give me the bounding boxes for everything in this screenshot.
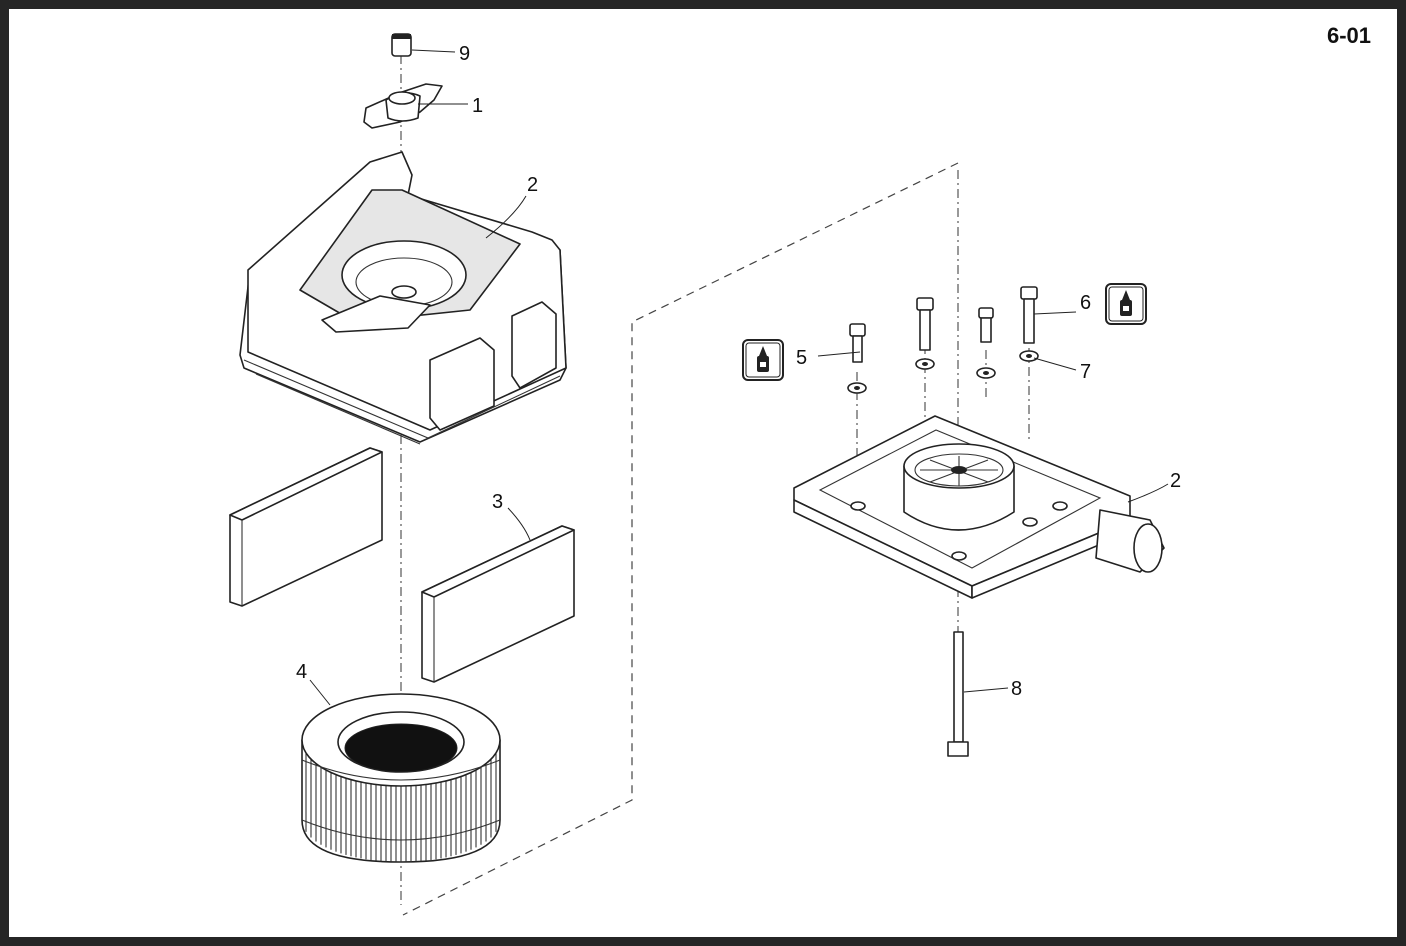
callout-2-cover: 2 [527, 174, 538, 196]
callout-3: 3 [492, 491, 503, 513]
washer-under-bolt-middle-right [976, 367, 996, 379]
part-2-base-plate [793, 415, 1165, 599]
page-number: 6-01 [1326, 23, 1371, 48]
callout-7: 7 [1080, 361, 1091, 383]
part-3-foam-pad-left [229, 447, 383, 607]
part-4-filter-cartridge [301, 693, 501, 863]
threadlocker-icon [742, 339, 784, 381]
part-7-washer [1019, 350, 1039, 362]
part-9-cap [391, 33, 412, 57]
bolt-middle-left [916, 297, 934, 351]
callout-2-base: 2 [1170, 470, 1181, 492]
callout-9: 9 [459, 43, 470, 65]
leader-lines [309, 49, 1169, 706]
callout-1: 1 [472, 95, 483, 117]
assembly-dashed-outline [402, 162, 959, 916]
part-8-long-bolt [947, 631, 969, 757]
washer-under-bolt-5 [847, 382, 867, 394]
callout-6: 6 [1080, 292, 1091, 314]
part-6-bolt [1020, 286, 1038, 344]
washer-under-bolt-middle-left [915, 358, 935, 370]
threadlocker-icon [1105, 283, 1147, 325]
callout-8: 8 [1011, 678, 1022, 700]
part-1-wing-knob [363, 83, 443, 129]
part-5-bolt [849, 323, 866, 363]
callout-5: 5 [796, 347, 807, 369]
bolt-middle-right [978, 307, 994, 343]
part-2-filter-cover [239, 151, 567, 445]
part-3-foam-pad-right [421, 525, 575, 683]
callout-4: 4 [296, 661, 307, 683]
